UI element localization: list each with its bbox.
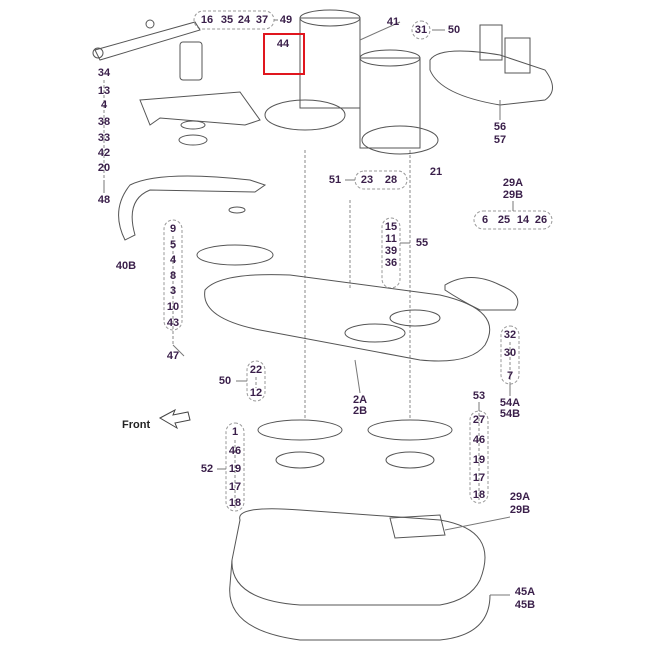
part-label[interactable]: 29B xyxy=(509,504,531,516)
part-label[interactable]: 4 xyxy=(100,99,108,111)
part-label[interactable]: 37 xyxy=(255,14,269,26)
part-label[interactable]: 3 xyxy=(169,285,177,297)
handle-40b xyxy=(118,175,267,241)
part-label[interactable]: 23 xyxy=(360,174,374,186)
part-label[interactable]: 17 xyxy=(472,472,486,484)
part-label[interactable]: 50 xyxy=(218,375,232,387)
pulley-1 xyxy=(257,419,343,441)
part-label[interactable]: 8 xyxy=(169,270,177,282)
part-label[interactable]: 5 xyxy=(169,239,177,251)
part-label[interactable]: 43 xyxy=(166,317,180,329)
pulley-8 xyxy=(196,244,274,266)
part-label[interactable]: 10 xyxy=(166,301,180,313)
part-label[interactable]: 6 xyxy=(481,214,489,226)
part-label[interactable]: 45B xyxy=(514,599,536,611)
part-label[interactable]: 29A xyxy=(509,491,531,503)
part-label[interactable]: 25 xyxy=(497,214,511,226)
part-label[interactable]: 27 xyxy=(472,414,486,426)
leader-lines xyxy=(103,80,511,510)
highlight-box-44 xyxy=(263,33,305,75)
part-label[interactable]: 2B xyxy=(352,405,368,417)
part-label[interactable]: 19 xyxy=(228,463,242,475)
part-label[interactable]: 21 xyxy=(429,166,443,178)
part-label[interactable]: 15 xyxy=(384,221,398,233)
part-label[interactable]: 13 xyxy=(97,85,111,97)
part-label[interactable]: 16 xyxy=(200,14,214,26)
part-label[interactable]: 53 xyxy=(472,390,486,402)
front-direction-label: Front xyxy=(122,419,151,431)
part-label[interactable]: 4 xyxy=(169,254,177,266)
part-label[interactable]: 50 xyxy=(447,24,461,36)
part-label[interactable]: 54A xyxy=(499,397,521,409)
part-label[interactable]: 2A xyxy=(352,394,368,406)
part-label[interactable]: 14 xyxy=(516,214,530,226)
part-label[interactable]: 36 xyxy=(384,257,398,269)
part-label[interactable]: 56 xyxy=(493,121,507,133)
deck-plate xyxy=(204,274,491,362)
part-label[interactable]: 26 xyxy=(534,214,548,226)
motor-right xyxy=(359,49,439,155)
part-label[interactable]: 46 xyxy=(228,445,242,457)
part-label[interactable]: 52 xyxy=(200,463,214,475)
group-outlines xyxy=(163,10,553,512)
part-label[interactable]: 48 xyxy=(97,194,111,206)
part-label[interactable]: 40B xyxy=(115,260,137,272)
part-label[interactable]: 55 xyxy=(415,237,429,249)
part-label[interactable]: 47 xyxy=(166,350,180,362)
part-label[interactable]: 18 xyxy=(228,497,242,509)
part-label[interactable]: 41 xyxy=(386,16,400,28)
part-label[interactable]: 54B xyxy=(499,408,521,420)
part-label[interactable]: 28 xyxy=(384,174,398,186)
part-label[interactable]: 39 xyxy=(384,245,398,257)
front-arrow xyxy=(158,408,191,430)
part-label[interactable]: 42 xyxy=(97,147,111,159)
part-label[interactable]: 12 xyxy=(249,387,263,399)
part-label[interactable]: 29A xyxy=(502,177,524,189)
part-label[interactable]: 51 xyxy=(328,174,342,186)
part-label[interactable]: 11 xyxy=(385,233,397,245)
part-label[interactable]: 22 xyxy=(249,364,263,376)
part-label[interactable]: 20 xyxy=(97,162,111,174)
part-label[interactable]: 38 xyxy=(97,116,111,128)
part-label[interactable]: 35 xyxy=(220,14,234,26)
part-label[interactable]: 9 xyxy=(169,223,177,235)
part-label[interactable]: 19 xyxy=(472,454,486,466)
part-label[interactable]: 34 xyxy=(97,67,111,79)
part-label-highlighted[interactable]: 44 xyxy=(276,38,290,50)
part-label[interactable]: 7 xyxy=(506,370,514,382)
motor-assembly-top-right xyxy=(429,24,553,106)
part-label[interactable]: 57 xyxy=(493,134,507,146)
part-label[interactable]: 31 xyxy=(414,24,428,36)
part-label[interactable]: 18 xyxy=(472,489,486,501)
pulley-27 xyxy=(367,419,453,441)
part-label[interactable]: 29B xyxy=(502,189,524,201)
part-label[interactable]: 24 xyxy=(237,14,251,26)
part-label[interactable]: 33 xyxy=(97,132,111,144)
part-label[interactable]: 17 xyxy=(228,481,242,493)
part-label[interactable]: 32 xyxy=(503,329,517,341)
belt-45 xyxy=(229,508,491,641)
part-label[interactable]: 46 xyxy=(472,434,486,446)
part-label[interactable]: 49 xyxy=(279,14,293,26)
linkage-arm xyxy=(92,19,261,146)
part-label[interactable]: 1 xyxy=(231,426,239,438)
part-label[interactable]: 45A xyxy=(514,586,536,598)
part-label[interactable]: 30 xyxy=(503,347,517,359)
